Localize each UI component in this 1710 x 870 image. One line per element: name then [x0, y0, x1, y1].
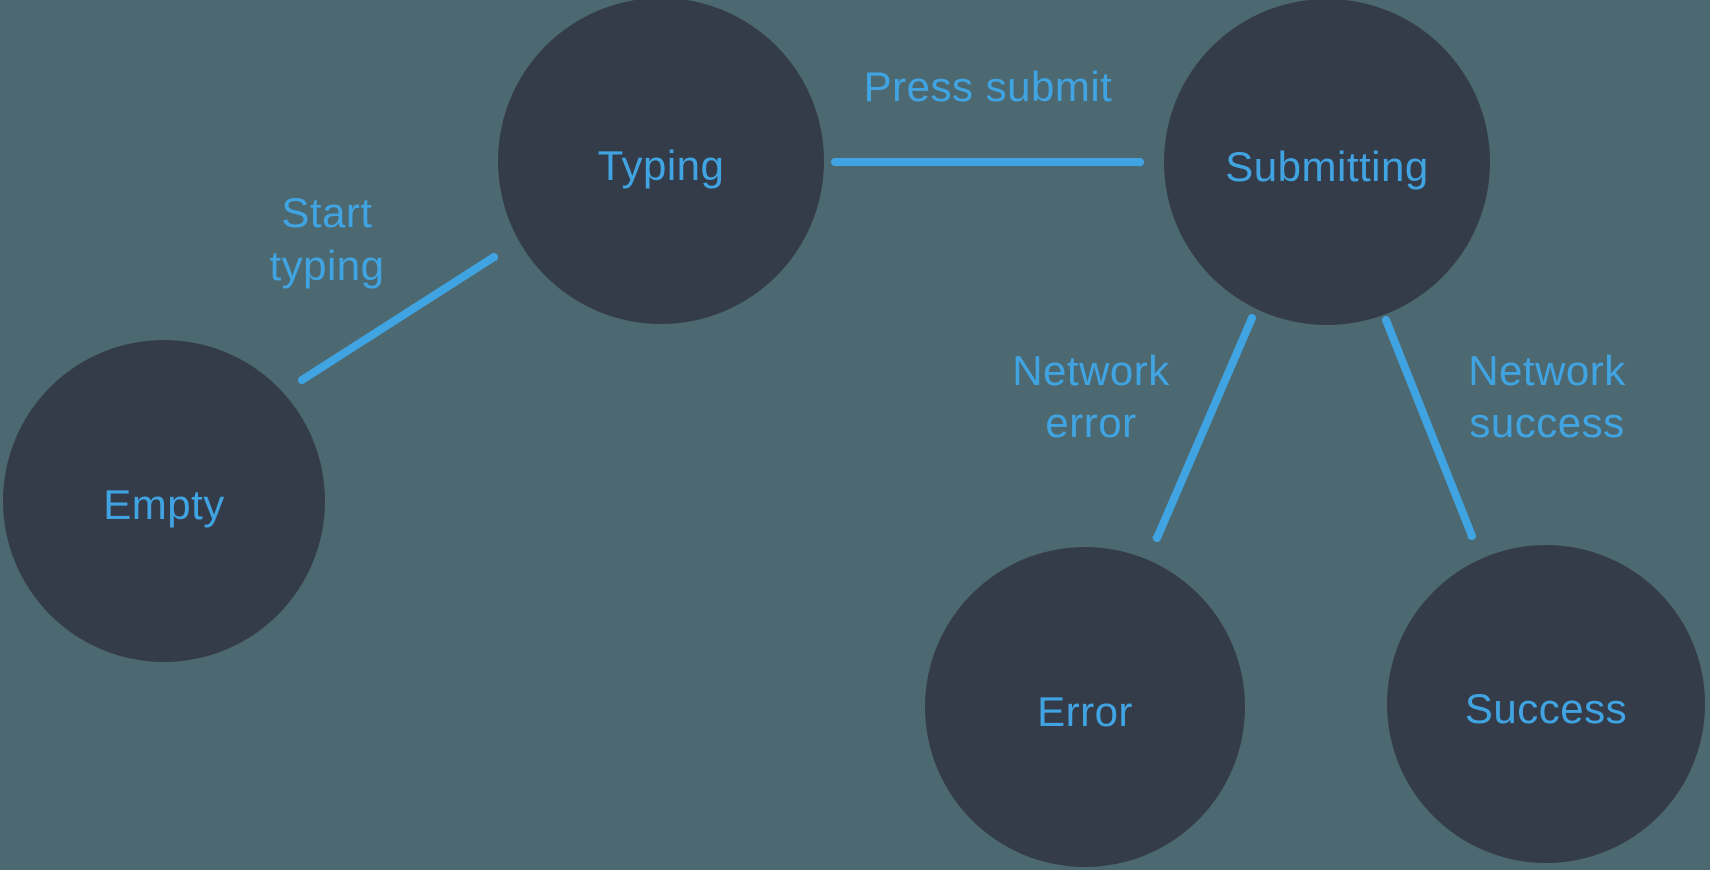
transition-label-network-error-line1: Network: [1012, 347, 1170, 394]
transition-network-error: Network error: [1012, 314, 1256, 542]
state-label-success: Success: [1465, 685, 1627, 732]
state-circle-error: [925, 547, 1245, 867]
transition-label-network-success-line2: success: [1469, 399, 1624, 446]
state-label-typing: Typing: [598, 142, 725, 189]
state-circle-typing: [498, 0, 824, 324]
arrow-empty-to-typing: [298, 257, 498, 384]
state-label-submitting: Submitting: [1225, 143, 1428, 190]
state-circle-submitting: [1164, 0, 1490, 325]
state-label-error: Error: [1037, 688, 1133, 735]
transition-label-press-submit: Press submit: [864, 63, 1113, 110]
state-circle-empty: [3, 340, 325, 662]
transition-label-network-error-line2: error: [1045, 399, 1136, 446]
arrow-submitting-to-error: [1157, 314, 1256, 542]
transition-start-typing: Start typing: [269, 189, 498, 384]
transition-label-network-success-line1: Network: [1468, 347, 1626, 394]
state-label-empty: Empty: [103, 481, 225, 528]
transition-label-start-typing-line2: typing: [269, 242, 384, 289]
transition-network-success: Network success: [1382, 316, 1626, 540]
state-node-success: Success: [1387, 545, 1705, 863]
state-node-typing: Typing: [498, 0, 824, 324]
state-node-submitting: Submitting: [1164, 0, 1490, 325]
transition-press-submit: Press submit: [831, 63, 1144, 162]
state-node-empty: Empty: [3, 340, 325, 662]
arrow-submitting-to-success: [1382, 316, 1472, 540]
state-circle-success: [1387, 545, 1705, 863]
state-node-error: Error: [925, 547, 1245, 867]
transition-label-start-typing-line1: Start: [281, 189, 372, 236]
